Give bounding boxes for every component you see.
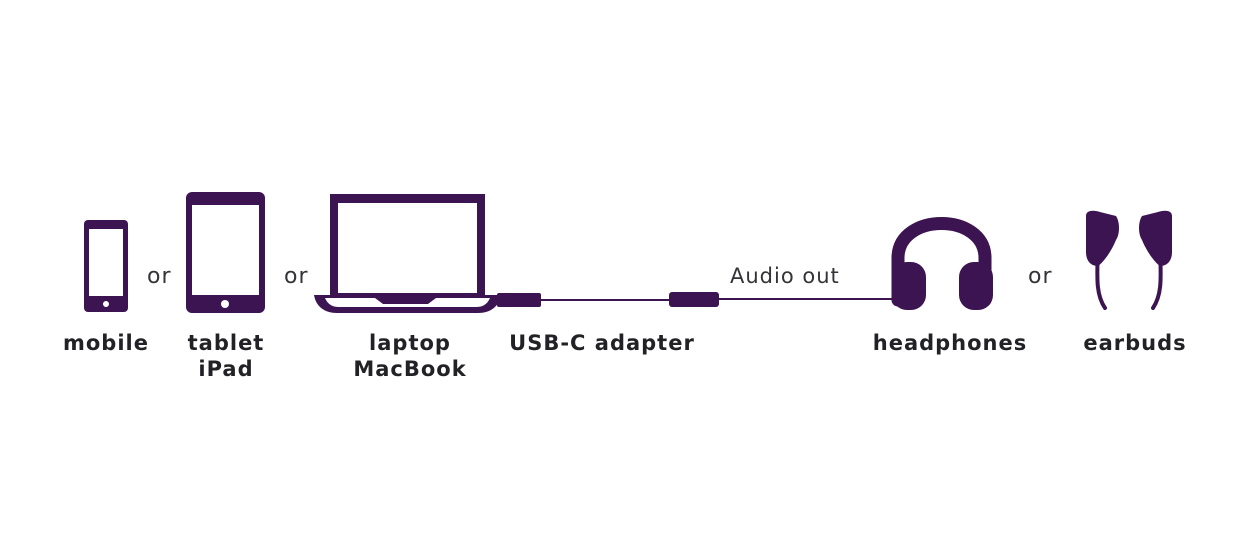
audio-out-label: Audio out: [730, 264, 840, 288]
mobile-label: mobile: [56, 330, 156, 356]
tablet-label: tablet iPad: [176, 330, 276, 382]
tablet-icon: [186, 192, 265, 313]
or-separator-1: or: [147, 264, 172, 289]
tablet-label-line2: iPad: [198, 357, 254, 381]
usb-c-adapter-icon: [497, 292, 719, 307]
laptop-label: laptop MacBook: [335, 330, 485, 382]
earbuds-label: earbuds: [1070, 330, 1200, 356]
phone-icon: [84, 220, 128, 312]
laptop-icon: [314, 194, 501, 313]
laptop-label-line1: laptop: [369, 331, 451, 355]
mobile-label-text: mobile: [63, 331, 149, 355]
headphones-icon: [891, 217, 993, 310]
or-separator-2: or: [284, 264, 309, 289]
earbuds-label-text: earbuds: [1083, 331, 1187, 355]
usb-c-adapter-label-text: USB-C adapter: [509, 331, 695, 355]
headphones-label-text: headphones: [872, 331, 1028, 355]
usb-c-adapter-label: USB-C adapter: [497, 330, 707, 356]
or-separator-3: or: [1028, 264, 1053, 289]
earbuds-icon: [1086, 210, 1172, 310]
tablet-label-line1: tablet: [187, 331, 265, 355]
headphones-label: headphones: [860, 330, 1040, 356]
laptop-label-line2: MacBook: [353, 357, 467, 381]
